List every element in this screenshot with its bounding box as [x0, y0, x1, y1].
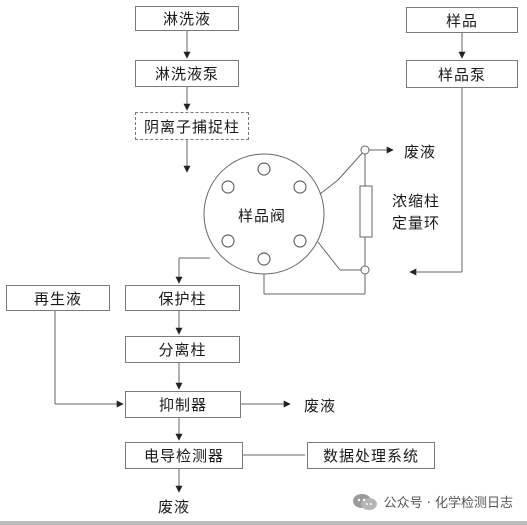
- loop-text: 定量环: [392, 214, 441, 232]
- concentrator-text: 浓缩柱: [392, 192, 441, 210]
- anion-trap-column-box: 阴离子捕捉柱: [135, 112, 249, 140]
- watermark: 公众号 · 化学检测日志: [352, 492, 513, 511]
- waste-bottom-label: 废液: [158, 498, 191, 516]
- regenerant-box: 再生液: [6, 285, 110, 311]
- waste-top-label: 废液: [404, 143, 437, 161]
- watermark-text: 公众号 · 化学检测日志: [383, 496, 513, 511]
- waste-mid-label: 废液: [304, 397, 337, 415]
- wechat-icon: [352, 493, 377, 510]
- separation-column-box: 分离柱: [125, 336, 240, 363]
- suppressor-box: 抑制器: [125, 391, 241, 418]
- data-system-box: 数据处理系统: [307, 442, 435, 469]
- concentrator-label: 浓缩柱 定量环: [392, 190, 440, 234]
- bottom-edge: [0, 521, 527, 525]
- conductivity-detector-box: 电导检测器: [125, 442, 243, 469]
- valve-ports: [221, 162, 307, 266]
- sample-box: 样品: [406, 7, 518, 33]
- eluent-box: 淋洗液: [135, 6, 239, 31]
- eluent-pump-box: 淋洗液泵: [135, 60, 239, 87]
- sample-pump-box: 样品泵: [406, 60, 518, 88]
- guard-column-box: 保护柱: [125, 285, 240, 311]
- sample-valve-label: 样品阀: [238, 207, 287, 225]
